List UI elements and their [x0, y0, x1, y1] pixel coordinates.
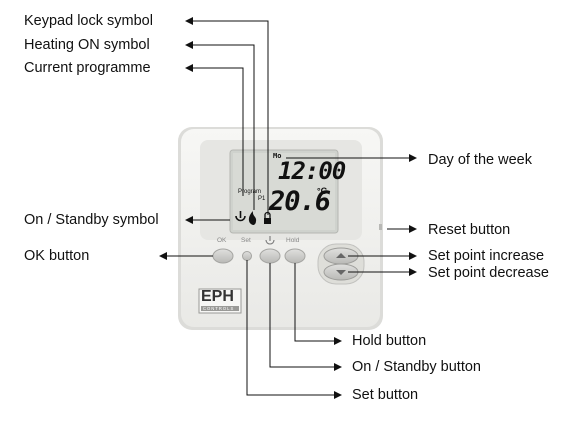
leader-set-button	[246, 260, 342, 399]
leader-heating-on	[185, 41, 255, 210]
lcd-temperature: 20.6	[269, 186, 331, 217]
lcd-programme-word: Program	[238, 189, 262, 195]
label-set-button: Set button	[352, 387, 419, 403]
brand-logo	[198, 288, 242, 314]
label-on-standby-symbol: On / Standby symbol	[24, 212, 159, 228]
label-day-of-week: Day of the week	[428, 152, 532, 168]
leader-standby-button	[269, 263, 342, 371]
lcd-flame-icon	[248, 211, 257, 225]
lcd-unit: °C	[317, 186, 328, 196]
label-ok-button: OK button	[24, 248, 90, 264]
lcd-programme-number: P1	[258, 196, 266, 202]
label-reset-button: Reset button	[428, 222, 511, 238]
standby-button-icon	[265, 236, 275, 245]
label-set-point-increase: Set point increase	[428, 248, 545, 264]
label-keypad-lock-symbol: Keypad lock symbol	[24, 13, 153, 29]
label-heating-on-symbol: Heating ON symbol	[24, 37, 150, 53]
label-current-programme: Current programme	[24, 60, 151, 76]
ok-button-label: OK	[217, 237, 227, 244]
lcd-time: 12:00	[278, 157, 346, 185]
hold-button-label: Hold	[286, 237, 300, 244]
set-button-label: Set	[241, 237, 251, 244]
label-hold-button: Hold button	[352, 333, 427, 349]
label-on-standby-button: On / Standby button	[352, 359, 481, 375]
leader-keypad-lock	[185, 17, 269, 215]
brand-sub: CONTROLS	[203, 306, 235, 311]
leader-lines	[159, 17, 417, 399]
leader-hold-button	[294, 263, 342, 345]
brand-name: EPH	[201, 288, 234, 305]
label-set-point-decrease: Set point decrease	[428, 265, 549, 281]
leader-current-programme	[185, 64, 244, 196]
lcd-standby-icon	[235, 211, 246, 222]
lcd-day: Mo	[273, 152, 282, 160]
